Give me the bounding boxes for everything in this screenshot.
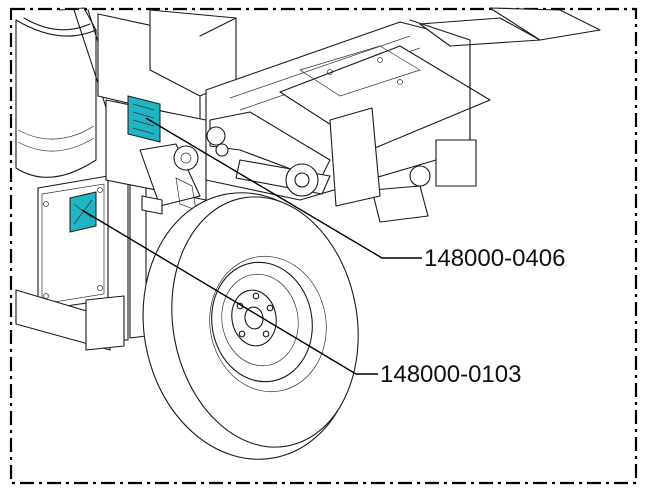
callout-label-148000-0406: 148000-0406 <box>424 245 565 272</box>
decal-upper <box>127 95 161 143</box>
decal-lower <box>69 191 97 233</box>
leader-line-lower <box>81 209 378 375</box>
leader-line-upper <box>145 117 422 259</box>
machine-drawing <box>15 7 601 460</box>
wheel <box>142 192 359 460</box>
detail-border <box>9 7 638 485</box>
callout-label-148000-0103: 148000-0103 <box>380 361 521 388</box>
